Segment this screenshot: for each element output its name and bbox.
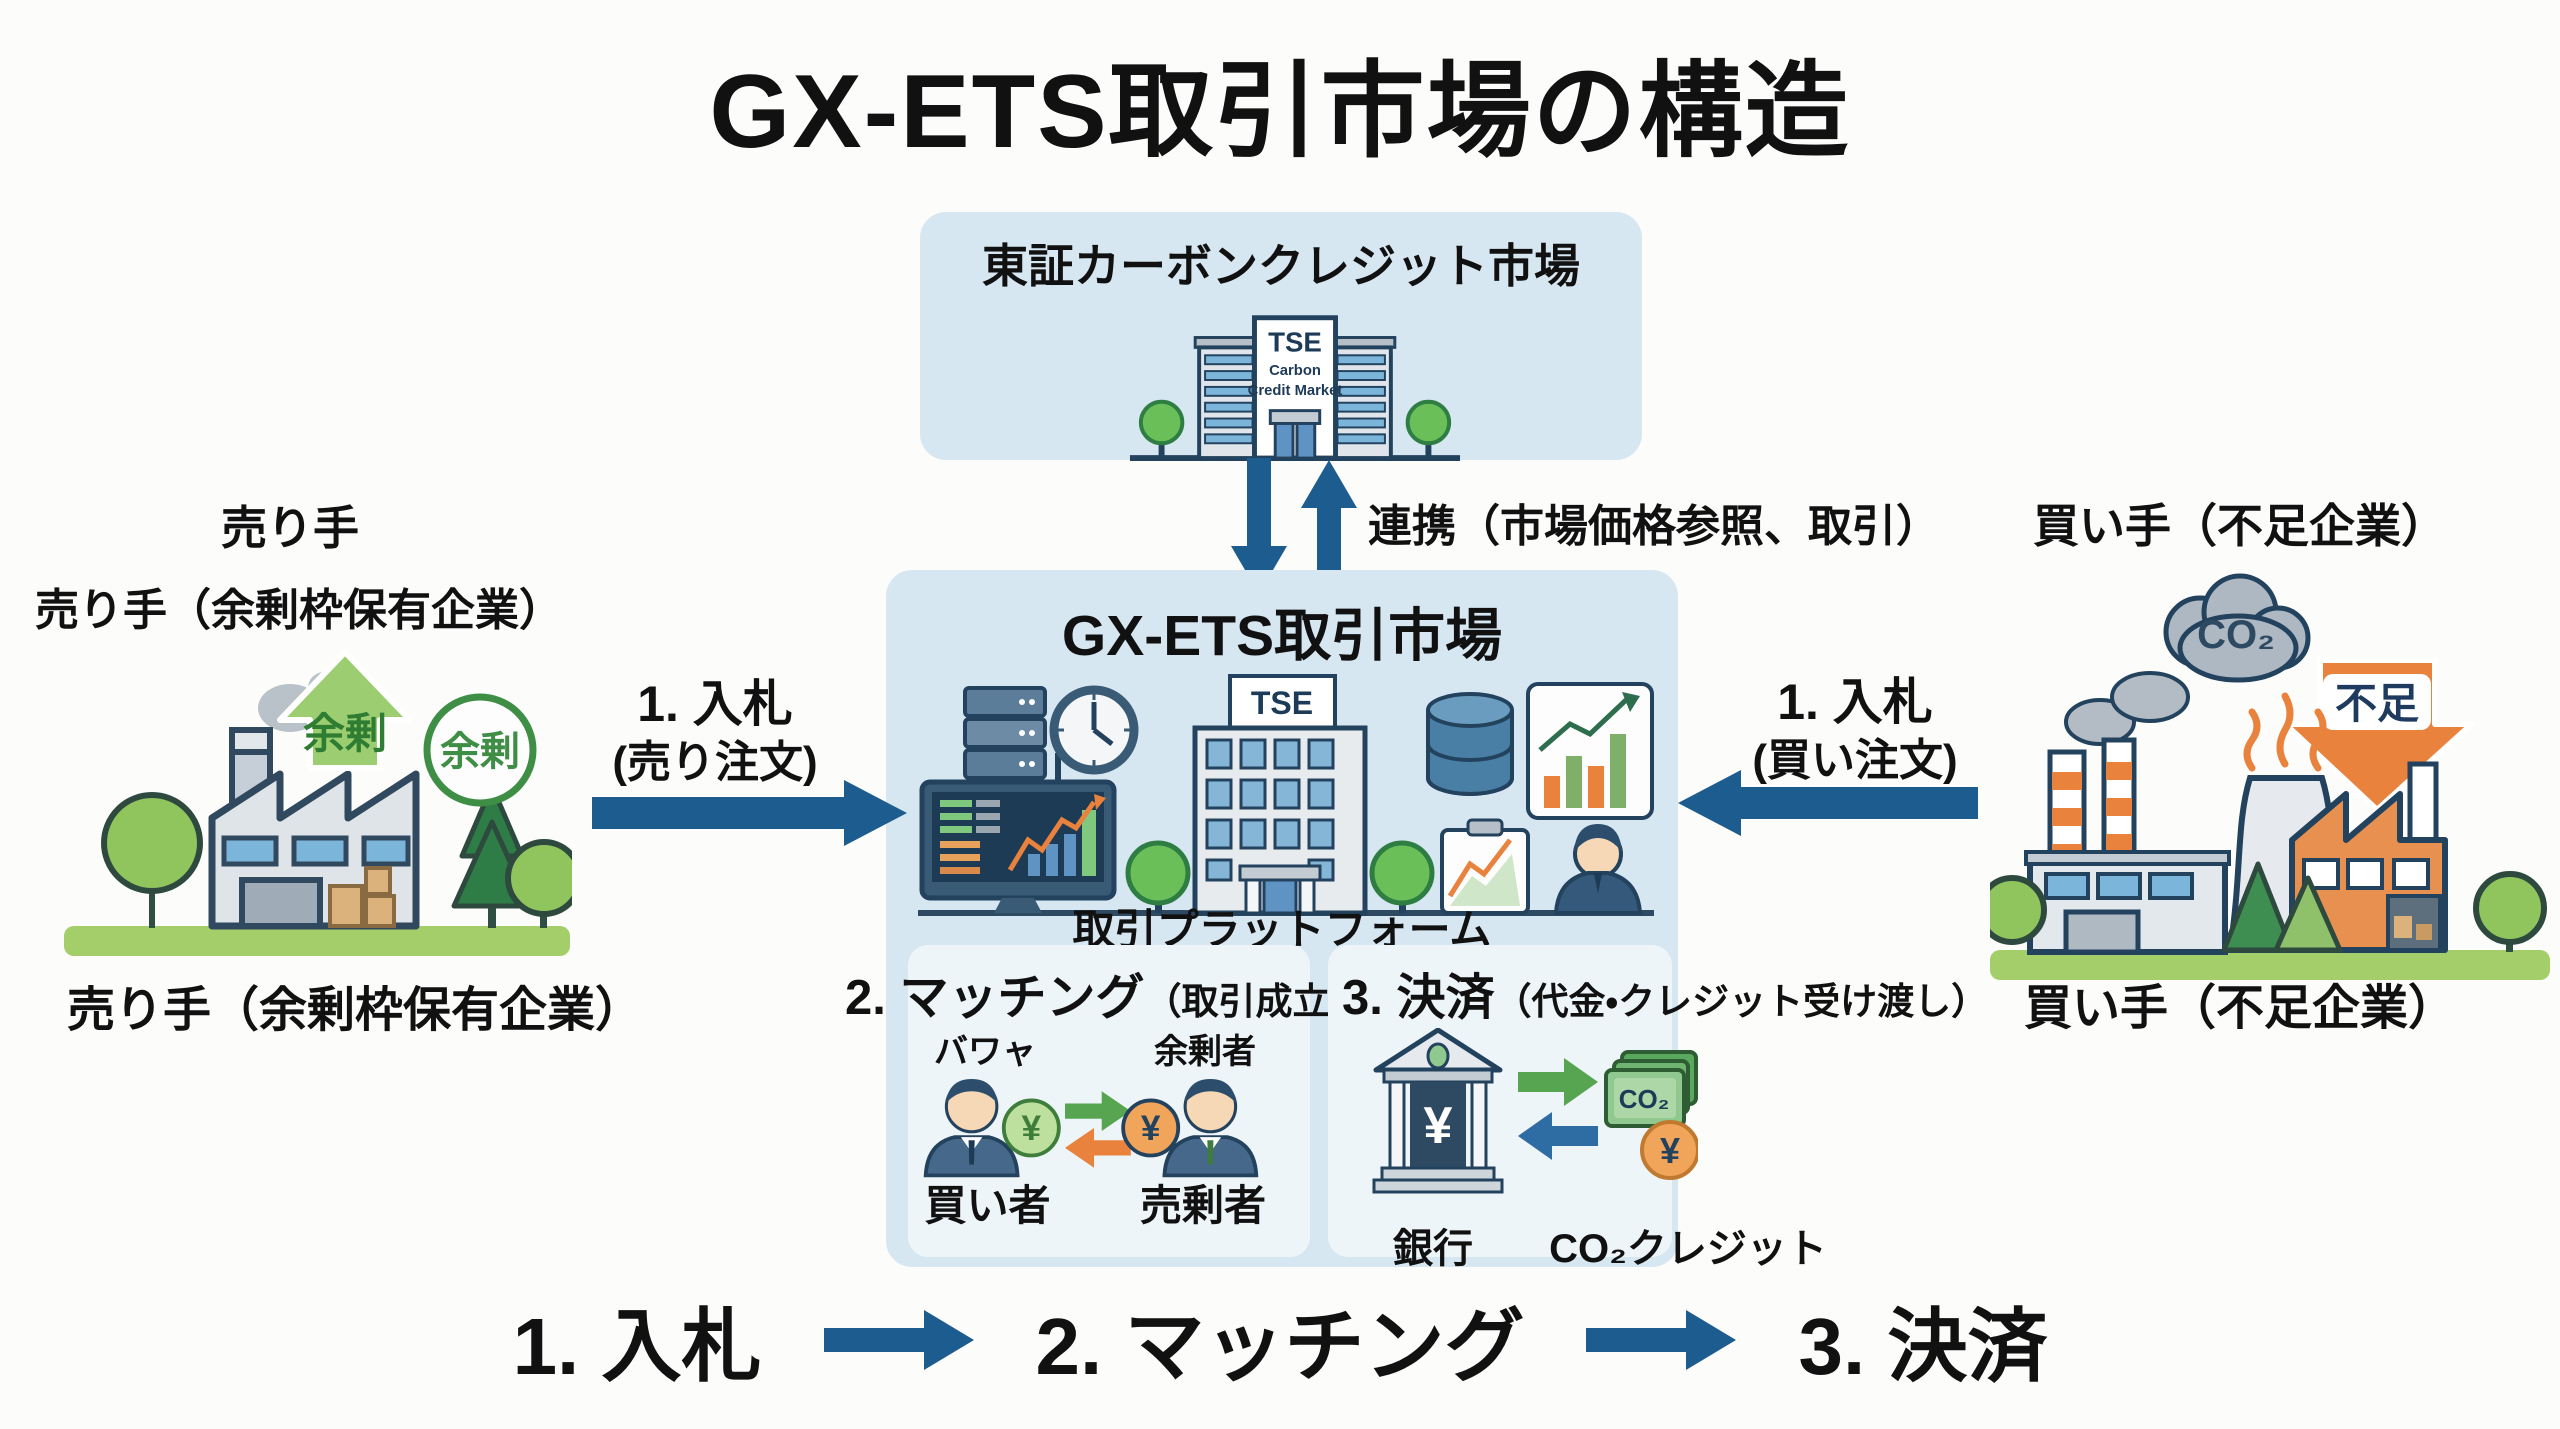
matching-seller-bottom-label: 売剰者 [1139, 1182, 1266, 1229]
orange-factory [2289, 761, 2448, 953]
page-title: GX-ETS取引市場の構造 [709, 54, 1851, 170]
shortage-label: 不足 [2335, 680, 2419, 727]
pine-tree-icon [2221, 861, 2343, 953]
matching-exchange-illustration: ¥ ¥ [923, 1078, 1259, 1178]
buy-bid-label: 1. 入札 [1777, 674, 1933, 730]
tse-building-icon: TSE Carbon Credit Market [1129, 315, 1461, 462]
bar-chart-icon [1526, 682, 1654, 820]
ground [1990, 950, 2550, 980]
tse-sign-text: TSE [1268, 326, 1322, 357]
link-label: 連携（市場価格参照、取引） [1368, 502, 1940, 551]
svg-text:CO₂: CO₂ [1619, 1084, 1670, 1114]
seller-person-icon [1162, 1078, 1259, 1178]
sell-bid-sublabel: (売り注文) [612, 738, 818, 787]
buy-bid-sublabel: (買い注文) [1752, 736, 1958, 785]
flow-step-matching: 2. マッチング [1035, 1302, 1525, 1391]
server-icon [963, 686, 1061, 780]
svg-text:¥: ¥ [1660, 1130, 1680, 1171]
tree-icon [1405, 399, 1452, 446]
tree-icon [505, 839, 572, 928]
buyer-factory-illustration: CO₂ 不足 [1990, 573, 2550, 980]
co2-cloud-icon: CO₂ [2163, 573, 2311, 683]
process-flow: 1. 入札 2. マッチング 3. 決済 [0, 1282, 2560, 1398]
tree-icon [1125, 840, 1191, 913]
green-right-arrow-icon [1518, 1058, 1598, 1106]
sell-bid-label: 1. 入札 [637, 676, 793, 732]
buyer-caption: 買い手（不足企業） [2023, 982, 2456, 1035]
matching-seller-top-label: 余剰者 [1154, 1033, 1256, 1071]
bank-icon: ¥ [1372, 1028, 1504, 1194]
surplus-arrow-label: 余剰 [303, 710, 387, 757]
co2-credit-label: CO₂クレジット [1549, 1227, 1827, 1271]
gray-building [2024, 850, 2231, 955]
yen-coin-orange-icon: ¥ [1640, 1120, 1698, 1180]
door [239, 877, 323, 929]
seller-subtitle: 売り手（余剰枠保有企業） [35, 586, 563, 635]
settlement-header-note: （代金・クレジット受け渡し） [1494, 981, 1989, 1022]
flow-arrow-icon [823, 1310, 974, 1370]
matching-buyer-bottom-label: 買い者 [924, 1182, 1051, 1229]
trading-monitor-icon [919, 779, 1117, 913]
clipboard-icon [1440, 818, 1530, 915]
tree-icon [1369, 840, 1435, 913]
svg-text:¥: ¥ [1022, 1109, 1042, 1148]
tree-trunk [1158, 438, 1165, 459]
matching-buyer-top-label: バワャ [934, 1033, 1036, 1071]
surplus-badge-label: 余剰 [440, 730, 520, 774]
tse-market-label: 東証カーボンクレジット市場 [982, 240, 1580, 292]
flow-step-settlement: 3. 決済 [1798, 1302, 2048, 1391]
buyer-person-icon [923, 1078, 1020, 1178]
ground [64, 926, 570, 956]
green-right-arrow-icon [1064, 1091, 1131, 1132]
tree-icon [101, 792, 203, 928]
gx-market-title: GX-ETS取引市場 [1061, 604, 1503, 668]
person-icon [1553, 824, 1643, 915]
heat-squiggle-icon [2243, 692, 2327, 772]
seller-title: 売り手 [221, 502, 359, 554]
orange-left-arrow-icon [1064, 1127, 1131, 1168]
tree-icon [1990, 875, 2047, 945]
buy-bid-arrow-icon [1678, 770, 1978, 836]
flow-arrow-icon [1586, 1310, 1737, 1370]
sell-bid-arrow-icon [592, 780, 907, 846]
co2-credit-bills-icon: CO₂ [1604, 1050, 1698, 1128]
crates-icon [328, 866, 396, 928]
seller-caption: 売り手（余剰枠保有企業） [66, 984, 643, 1037]
trading-platform-illustration: TSE [918, 674, 1654, 916]
gx-tse-building-icon: TSE [1192, 674, 1368, 916]
surplus-badge-icon: 余剰 [423, 693, 537, 807]
clock-icon [1049, 685, 1139, 775]
surplus-arrow-icon: 余剰 [277, 649, 413, 771]
yen-coin-orange-icon: ¥ [1121, 1098, 1181, 1158]
svg-text:Credit Market: Credit Market [1248, 383, 1343, 399]
co2-cloud-label: CO₂ [2197, 613, 2275, 657]
yen-coin-green-icon: ¥ [1001, 1098, 1061, 1158]
database-icon [1426, 692, 1514, 796]
buyer-title: 買い手（不足企業） [2033, 500, 2447, 552]
tree-icon [1138, 399, 1185, 446]
svg-text:¥: ¥ [1141, 1109, 1161, 1148]
flow-step-bid: 1. 入札 [512, 1302, 762, 1391]
svg-text:Carbon: Carbon [1269, 363, 1321, 379]
settlement-exchange-illustration: ¥ CO₂ ¥ [1372, 1028, 1698, 1194]
seller-factory-illustration: 余剰 余剰 [64, 649, 572, 956]
shortage-arrow-icon: 不足 [2282, 657, 2475, 813]
svg-text:¥: ¥ [1424, 1097, 1453, 1155]
striped-chimney-icon [2047, 737, 2137, 867]
tree-icon [2473, 871, 2547, 952]
blue-left-arrow-icon [1518, 1112, 1598, 1160]
smoke-icon [2064, 671, 2190, 746]
matching-header: 2. マッチング（取引成立） [845, 971, 1367, 1025]
bank-label: 銀行 [1393, 1227, 1473, 1271]
settlement-header: 3. 決済（代金・クレジット受け渡し） [1342, 971, 1989, 1025]
gx-building-sign: TSE [1251, 685, 1313, 721]
